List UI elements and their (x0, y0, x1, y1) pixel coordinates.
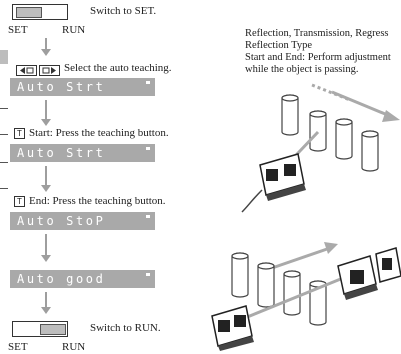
page-edge-table-lines (0, 108, 8, 190)
page-edge-gray-tab (0, 50, 8, 64)
flow-arrow-4 (41, 234, 51, 262)
display-text: Auto StoP (17, 214, 106, 228)
notes-block: Reflection, Transmission, Regress Reflec… (245, 28, 391, 76)
start-press-teaching-label: T Start: Press the teaching button. (14, 127, 169, 140)
display-text: Auto Strt (17, 146, 106, 160)
switch-knob (16, 7, 42, 18)
sensor-conveyor-illustration (241, 83, 400, 213)
teaching-button-icon: T (14, 128, 25, 139)
display-auto-strt-start: Auto Strt (10, 144, 155, 162)
display-text: Auto Strt (17, 80, 106, 94)
select-auto-teaching-label: Select the auto teaching. (64, 62, 172, 74)
display-auto-stop: Auto StoP (10, 212, 155, 230)
note-line-4: while the object is passing. (245, 64, 359, 75)
teaching-button-icon: T (14, 196, 25, 207)
set-label: SET (8, 24, 28, 36)
end-press-teaching-label: T End: Press the teaching button. (14, 195, 166, 208)
set-run-switch (12, 4, 68, 20)
run-label: RUN (62, 24, 86, 36)
note-line-1: Reflection, Transmission, Regress (245, 28, 389, 39)
flow-arrow-5 (41, 292, 51, 314)
switch-to-run-label: Switch to RUN. (90, 322, 161, 334)
left-right-arrow-buttons-icon (16, 63, 60, 76)
start-label-text: Start: Press the teaching button. (29, 127, 169, 139)
switch-to-set-label: Switch to SET. (90, 5, 157, 17)
flow-arrow-1 (41, 38, 51, 56)
display-auto-good: Auto good (10, 270, 155, 288)
switch-knob (40, 324, 66, 335)
run-label-bottom: RUN (62, 341, 86, 353)
sensor-reflection-illustration (211, 242, 401, 351)
display-text: Auto good (17, 272, 106, 286)
note-line-2: Reflection Type (245, 40, 313, 51)
run-switch (12, 321, 68, 337)
flow-arrow-2 (41, 100, 51, 126)
display-auto-strt: Auto Strt (10, 78, 155, 96)
end-label-text: End: Press the teaching button. (29, 195, 166, 207)
set-label-bottom: SET (8, 341, 28, 353)
note-line-3: Start and End: Perform adjustment (245, 52, 391, 63)
flow-arrow-3 (41, 166, 51, 192)
